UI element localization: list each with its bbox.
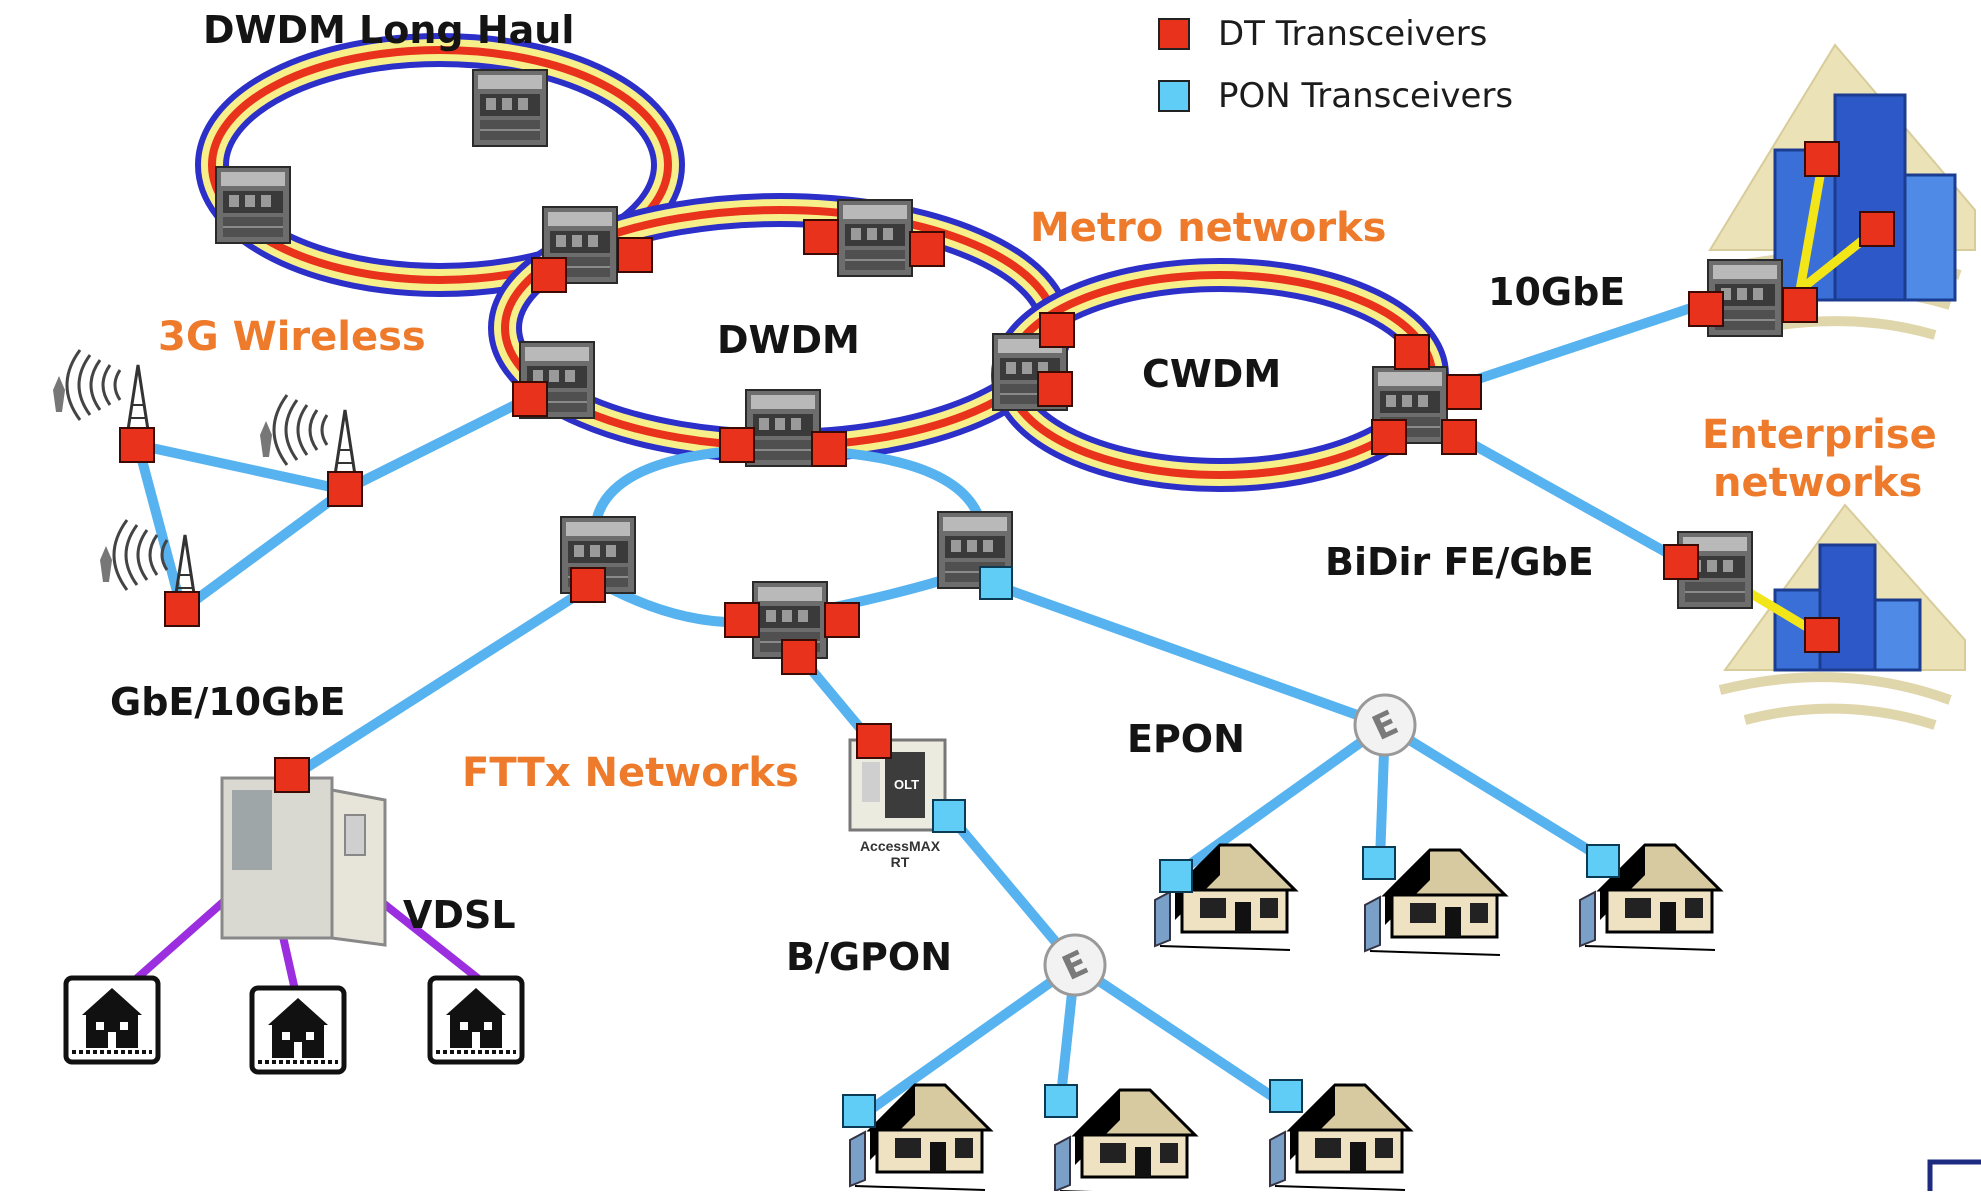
dt-swatch [1158, 18, 1190, 50]
pon-swatch [1158, 80, 1190, 112]
label-bidir: BiDir FE/GbE [1325, 540, 1594, 584]
legend-dt: DT Transceivers [1158, 14, 1487, 54]
dt-transceivers [119, 141, 1895, 793]
legend-pon: PON Transceivers [1158, 76, 1513, 116]
label-vdsl: VDSL [403, 893, 516, 937]
cell-towers [51, 348, 357, 602]
vdsl-cabinet [220, 776, 387, 947]
label-networks: networks [1713, 460, 1923, 506]
long-haul-ring [195, 33, 685, 297]
label-metro-networks: Metro networks [1030, 205, 1387, 251]
label-accessmax: AccessMAX RT [845, 838, 955, 870]
legend-pon-label: PON Transceivers [1218, 76, 1514, 116]
accessmax-cabinet [848, 738, 947, 832]
legend-dt-label: DT Transceivers [1218, 14, 1488, 54]
houses [848, 843, 1722, 1195]
label-bgpon: B/GPON [786, 935, 952, 979]
accessmax-line2: RT [890, 854, 910, 870]
splitters: E E [1043, 693, 1417, 997]
label-enterprise: Enterprise [1702, 412, 1937, 458]
accessmax-line1: AccessMAX [859, 838, 941, 854]
home-icons [66, 978, 522, 1072]
corner-fragment [1927, 1159, 1981, 1191]
label-epon: EPON [1127, 717, 1245, 761]
label-3g-wireless: 3G Wireless [158, 314, 426, 360]
label-fttx: FTTx Networks [462, 750, 799, 796]
label-dwdm: DWDM [717, 318, 860, 362]
enterprise-building-top [1708, 43, 1976, 340]
label-cwdm: CWDM [1142, 352, 1282, 396]
label-gbe-10gbe: GbE/10GbE [110, 680, 346, 724]
label-dwdm-long-haul: DWDM Long Haul [203, 8, 575, 52]
label-10gbe: 10GbE [1488, 270, 1626, 314]
pon-transceivers [842, 566, 1620, 1128]
label-olt: OLT [894, 777, 920, 792]
enterprise-building-bottom [1717, 503, 1966, 730]
